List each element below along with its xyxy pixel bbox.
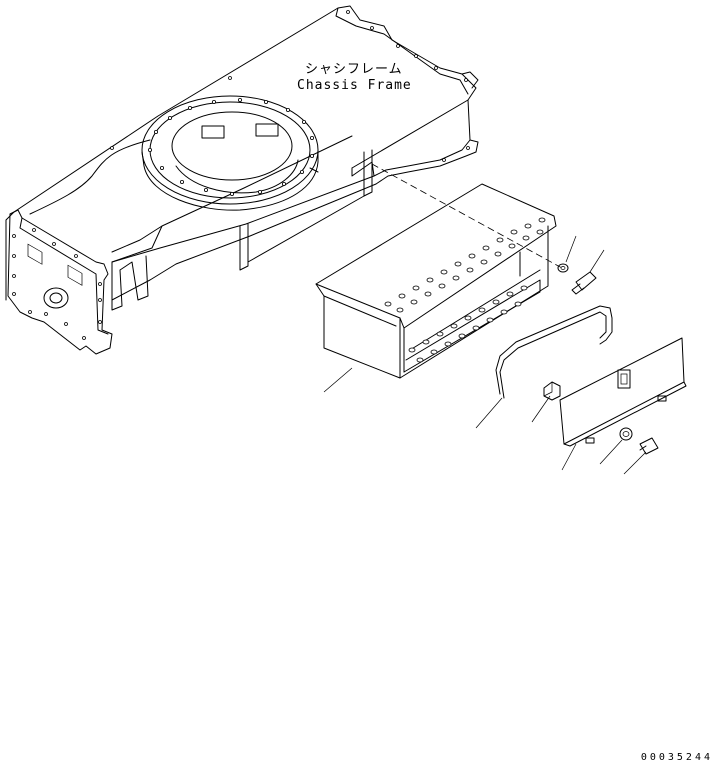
upper-washer <box>557 263 569 273</box>
leader-lines <box>323 235 647 475</box>
assembly-line <box>371 163 563 269</box>
cover-plate <box>559 337 687 447</box>
part-name-japanese: シャシフレーム <box>305 62 403 77</box>
lower-bolt <box>639 437 659 455</box>
nut <box>543 381 561 401</box>
step-assembly <box>315 183 557 379</box>
lower-washer <box>619 427 633 441</box>
step-upper-holes <box>384 217 546 313</box>
seal-gasket <box>495 305 613 395</box>
upper-bolt <box>571 271 597 295</box>
drawing-code: 00035244 <box>640 752 713 763</box>
step-lower-holes <box>408 285 528 363</box>
chassis-frame <box>5 5 479 355</box>
part-name-english: Chassis Frame <box>297 78 412 93</box>
